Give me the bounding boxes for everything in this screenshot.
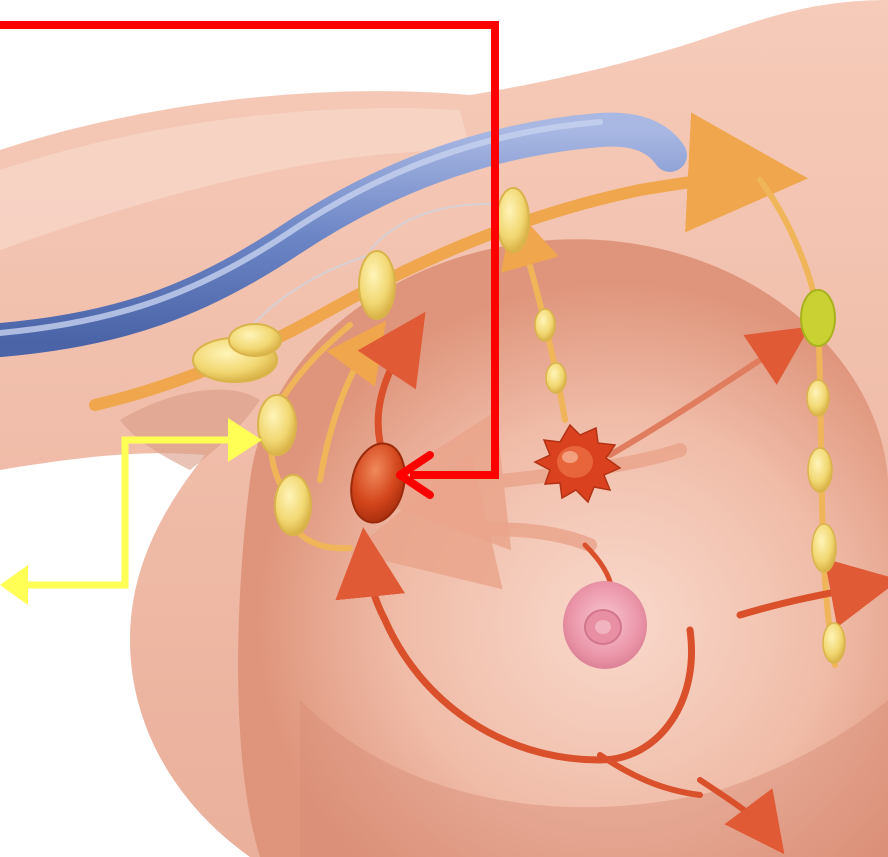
lymph-node (546, 363, 566, 393)
lymph-node (807, 380, 829, 416)
lymph-node (258, 395, 296, 455)
lymph-node (275, 475, 311, 535)
lymph-node (359, 251, 395, 319)
highlighted-lymph-node (801, 290, 835, 346)
lymph-node (229, 324, 281, 356)
nipple (563, 581, 647, 669)
lymph-node (823, 623, 845, 663)
lymph-node (497, 188, 529, 252)
lymph-node (812, 524, 836, 572)
lymph-node (535, 309, 555, 341)
lymph-node (808, 448, 832, 492)
